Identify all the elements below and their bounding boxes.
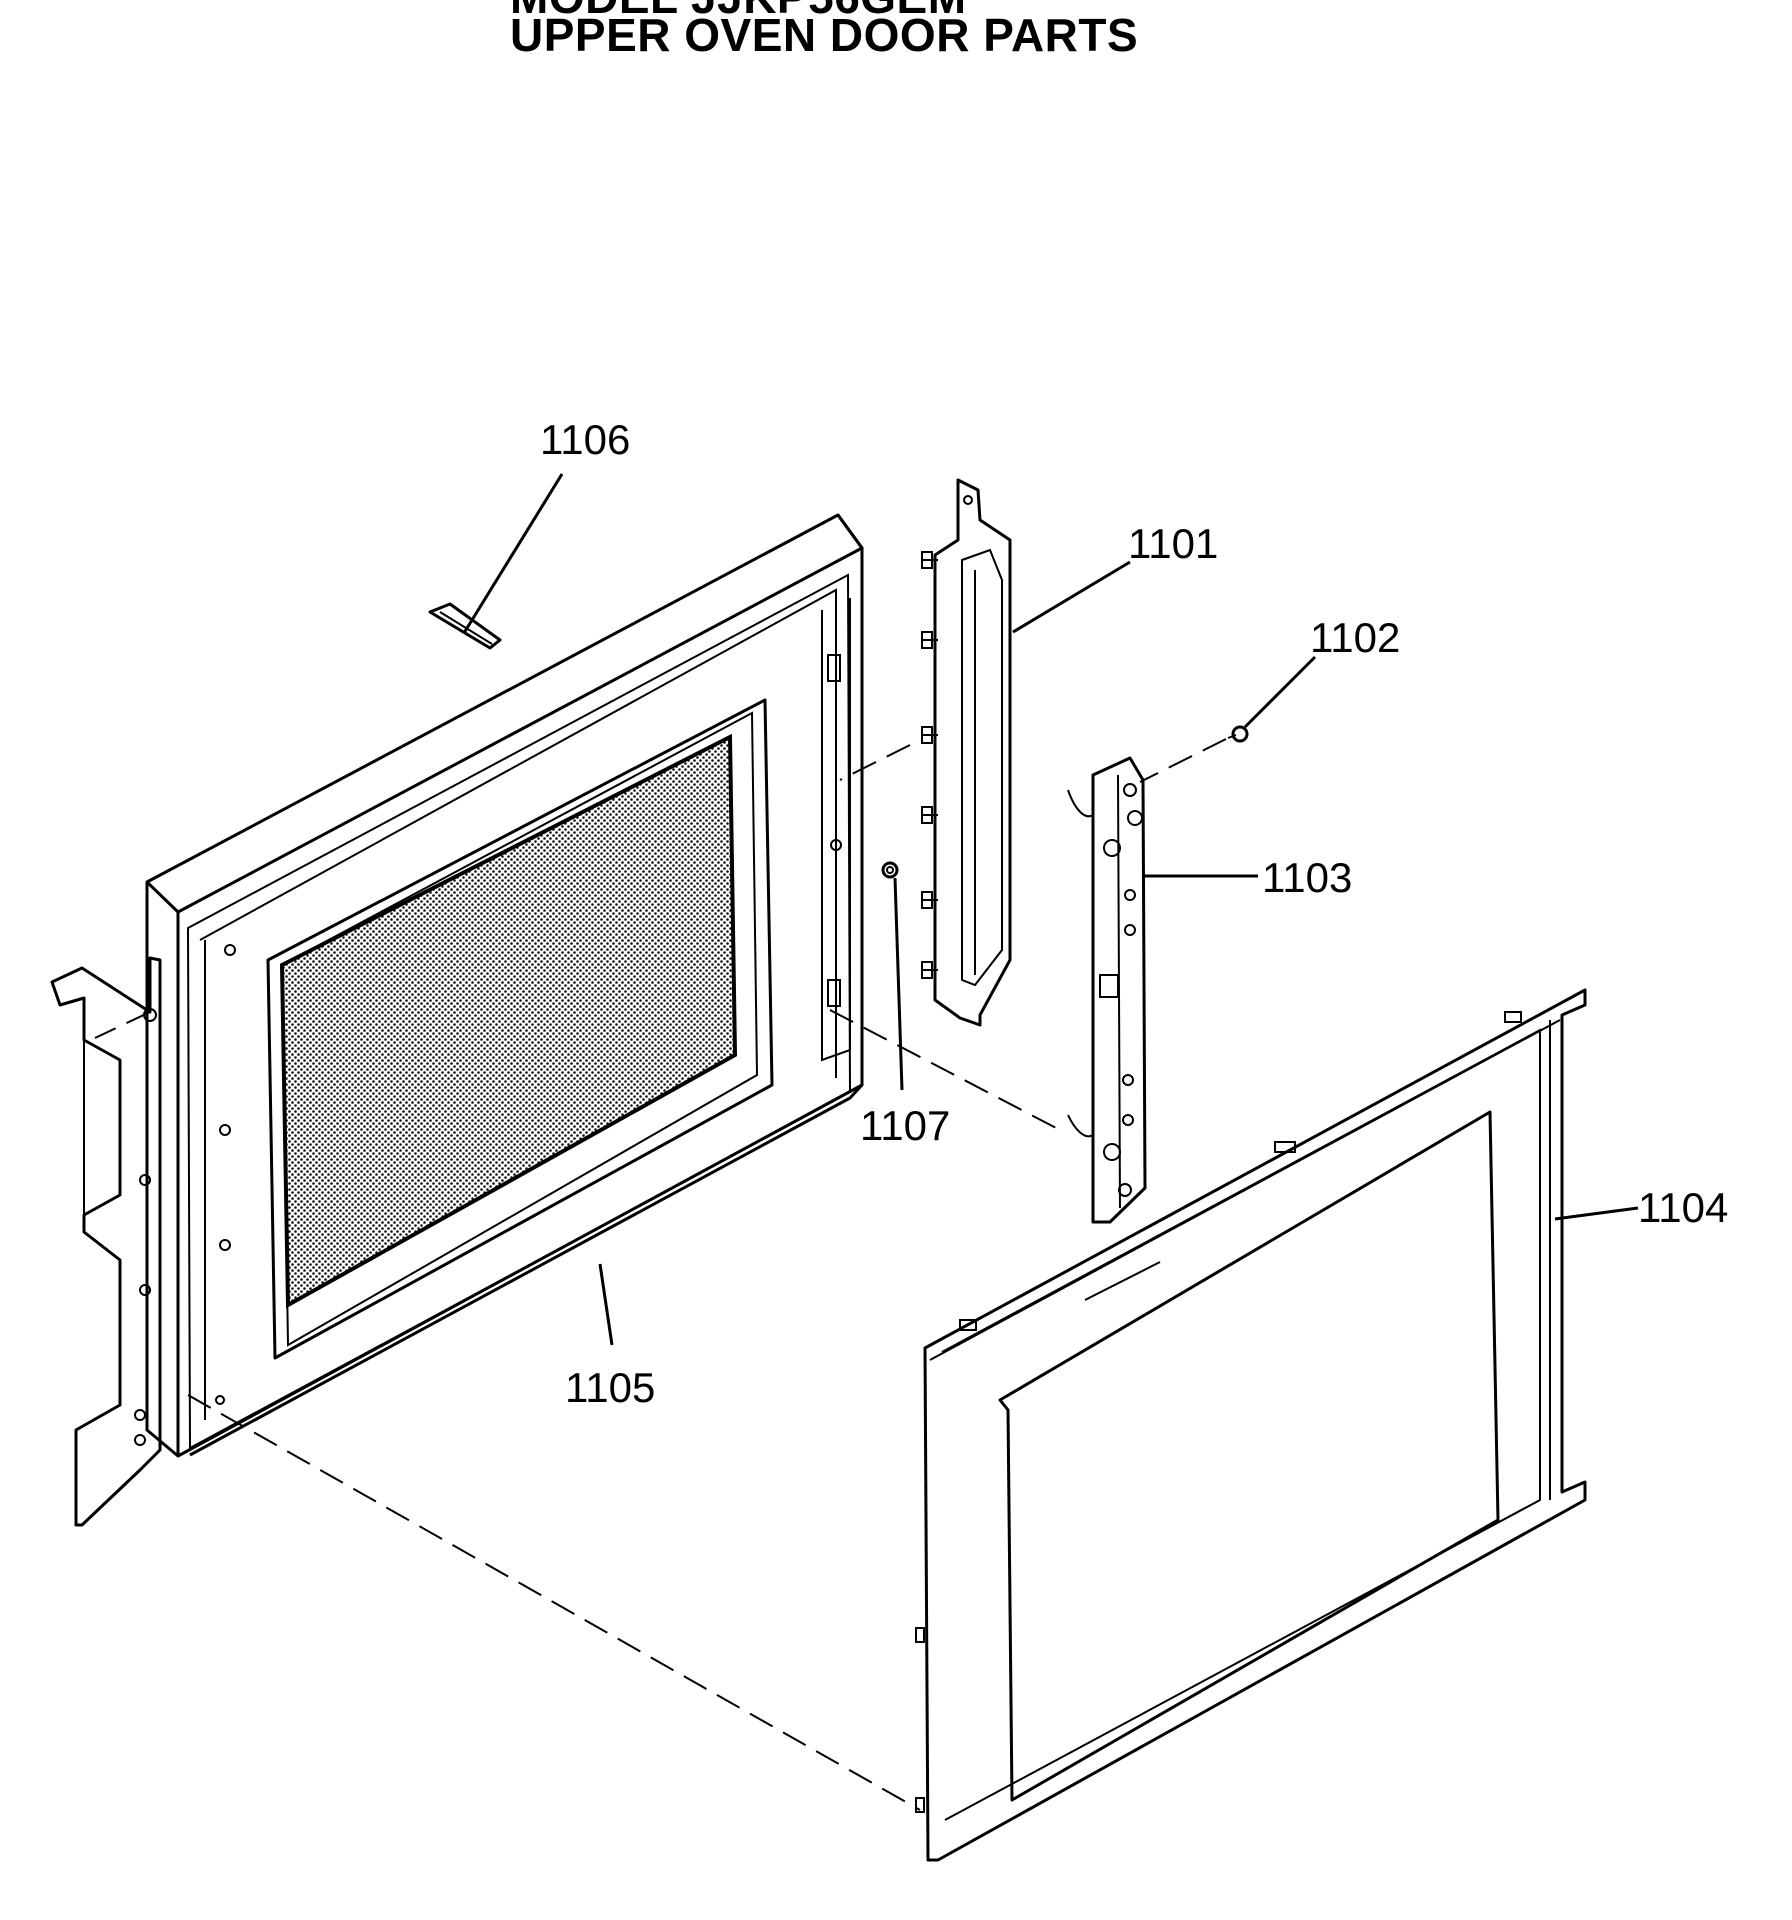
assembly-lines	[94, 738, 1227, 1811]
screw-1102	[1227, 725, 1249, 743]
callout-1105: 1105	[565, 1364, 655, 1411]
title-partial: MODEL JJKP56GEM	[510, 0, 967, 20]
callout-1104: 1104	[1638, 1184, 1728, 1231]
clip-1106	[428, 602, 502, 650]
outer-door-panel-1104	[915, 988, 1587, 1862]
door-channel-1101	[921, 478, 1012, 1027]
page-title: UPPER OVEN DOOR PARTS	[510, 9, 1139, 61]
hinge-1103	[1067, 756, 1147, 1224]
callout-1107: 1107	[860, 1102, 950, 1149]
leader-lines	[462, 473, 1639, 1346]
inner-door-panel-1105	[145, 513, 864, 1458]
callout-1103: 1103	[1262, 854, 1352, 901]
callout-1101: 1101	[1128, 520, 1218, 567]
callout-1106: 1106	[540, 416, 630, 463]
screw-1107	[881, 861, 899, 879]
callout-1102: 1102	[1310, 614, 1400, 661]
left-hinge-bracket	[50, 956, 162, 1527]
